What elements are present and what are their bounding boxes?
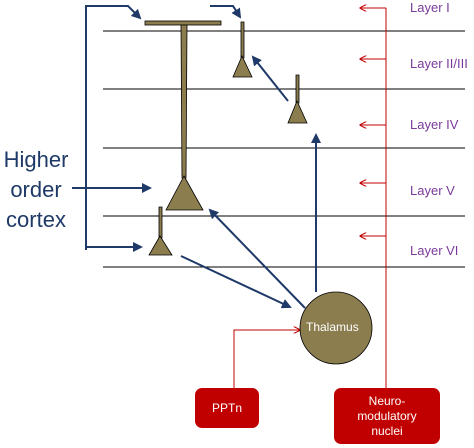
higher-order-cortex-label: Higher order cortex (0, 145, 72, 235)
cortex-to-layer23-arrow (210, 5, 242, 19)
layer6-to-thalamus-arrow (180, 255, 292, 309)
thalamus-to-layer5-arrow (208, 208, 306, 309)
thalamus (299, 291, 373, 365)
layer4-dendrite (295, 74, 300, 104)
neuro-label-line: Neuro- (368, 393, 406, 408)
neuro-label-line: modulatory (357, 408, 417, 423)
layer23-soma (232, 55, 253, 78)
layer-label-2-3: Layer II/III (410, 56, 468, 71)
pptn-label: PPTn (211, 401, 242, 415)
layer5-apical-dendrite (180, 24, 188, 179)
layer-label-5: Layer V (410, 183, 455, 198)
layer5-soma (165, 175, 204, 211)
cortex-label-line: Higher (3, 147, 69, 172)
layer-label-6: Layer VI (410, 243, 459, 258)
cortex-label-line: cortex (6, 207, 66, 232)
thalamus-label: Thalamus (306, 320, 359, 334)
layer4-soma (287, 99, 308, 124)
neuro-label-line: nuclei (371, 423, 403, 438)
layer4-to-layer23-arrow (251, 55, 289, 102)
neuromodulatory-nuclei-box: Neuro- modulatory nuclei (334, 388, 440, 444)
layer5-apical-tuft (144, 20, 222, 26)
layer-label-4: Layer IV (410, 117, 459, 132)
pptn-box: PPTn (195, 388, 259, 428)
cortex-label-line: order (10, 177, 62, 202)
layer6-soma (148, 235, 173, 256)
pptn-to-thalamus-arrow (233, 330, 300, 390)
cortex-to-layer1-arrow (85, 5, 142, 250)
layer6-dendrite (158, 206, 163, 239)
layer23-dendrite (240, 21, 245, 59)
layer-label-1: Layer I (410, 0, 450, 15)
